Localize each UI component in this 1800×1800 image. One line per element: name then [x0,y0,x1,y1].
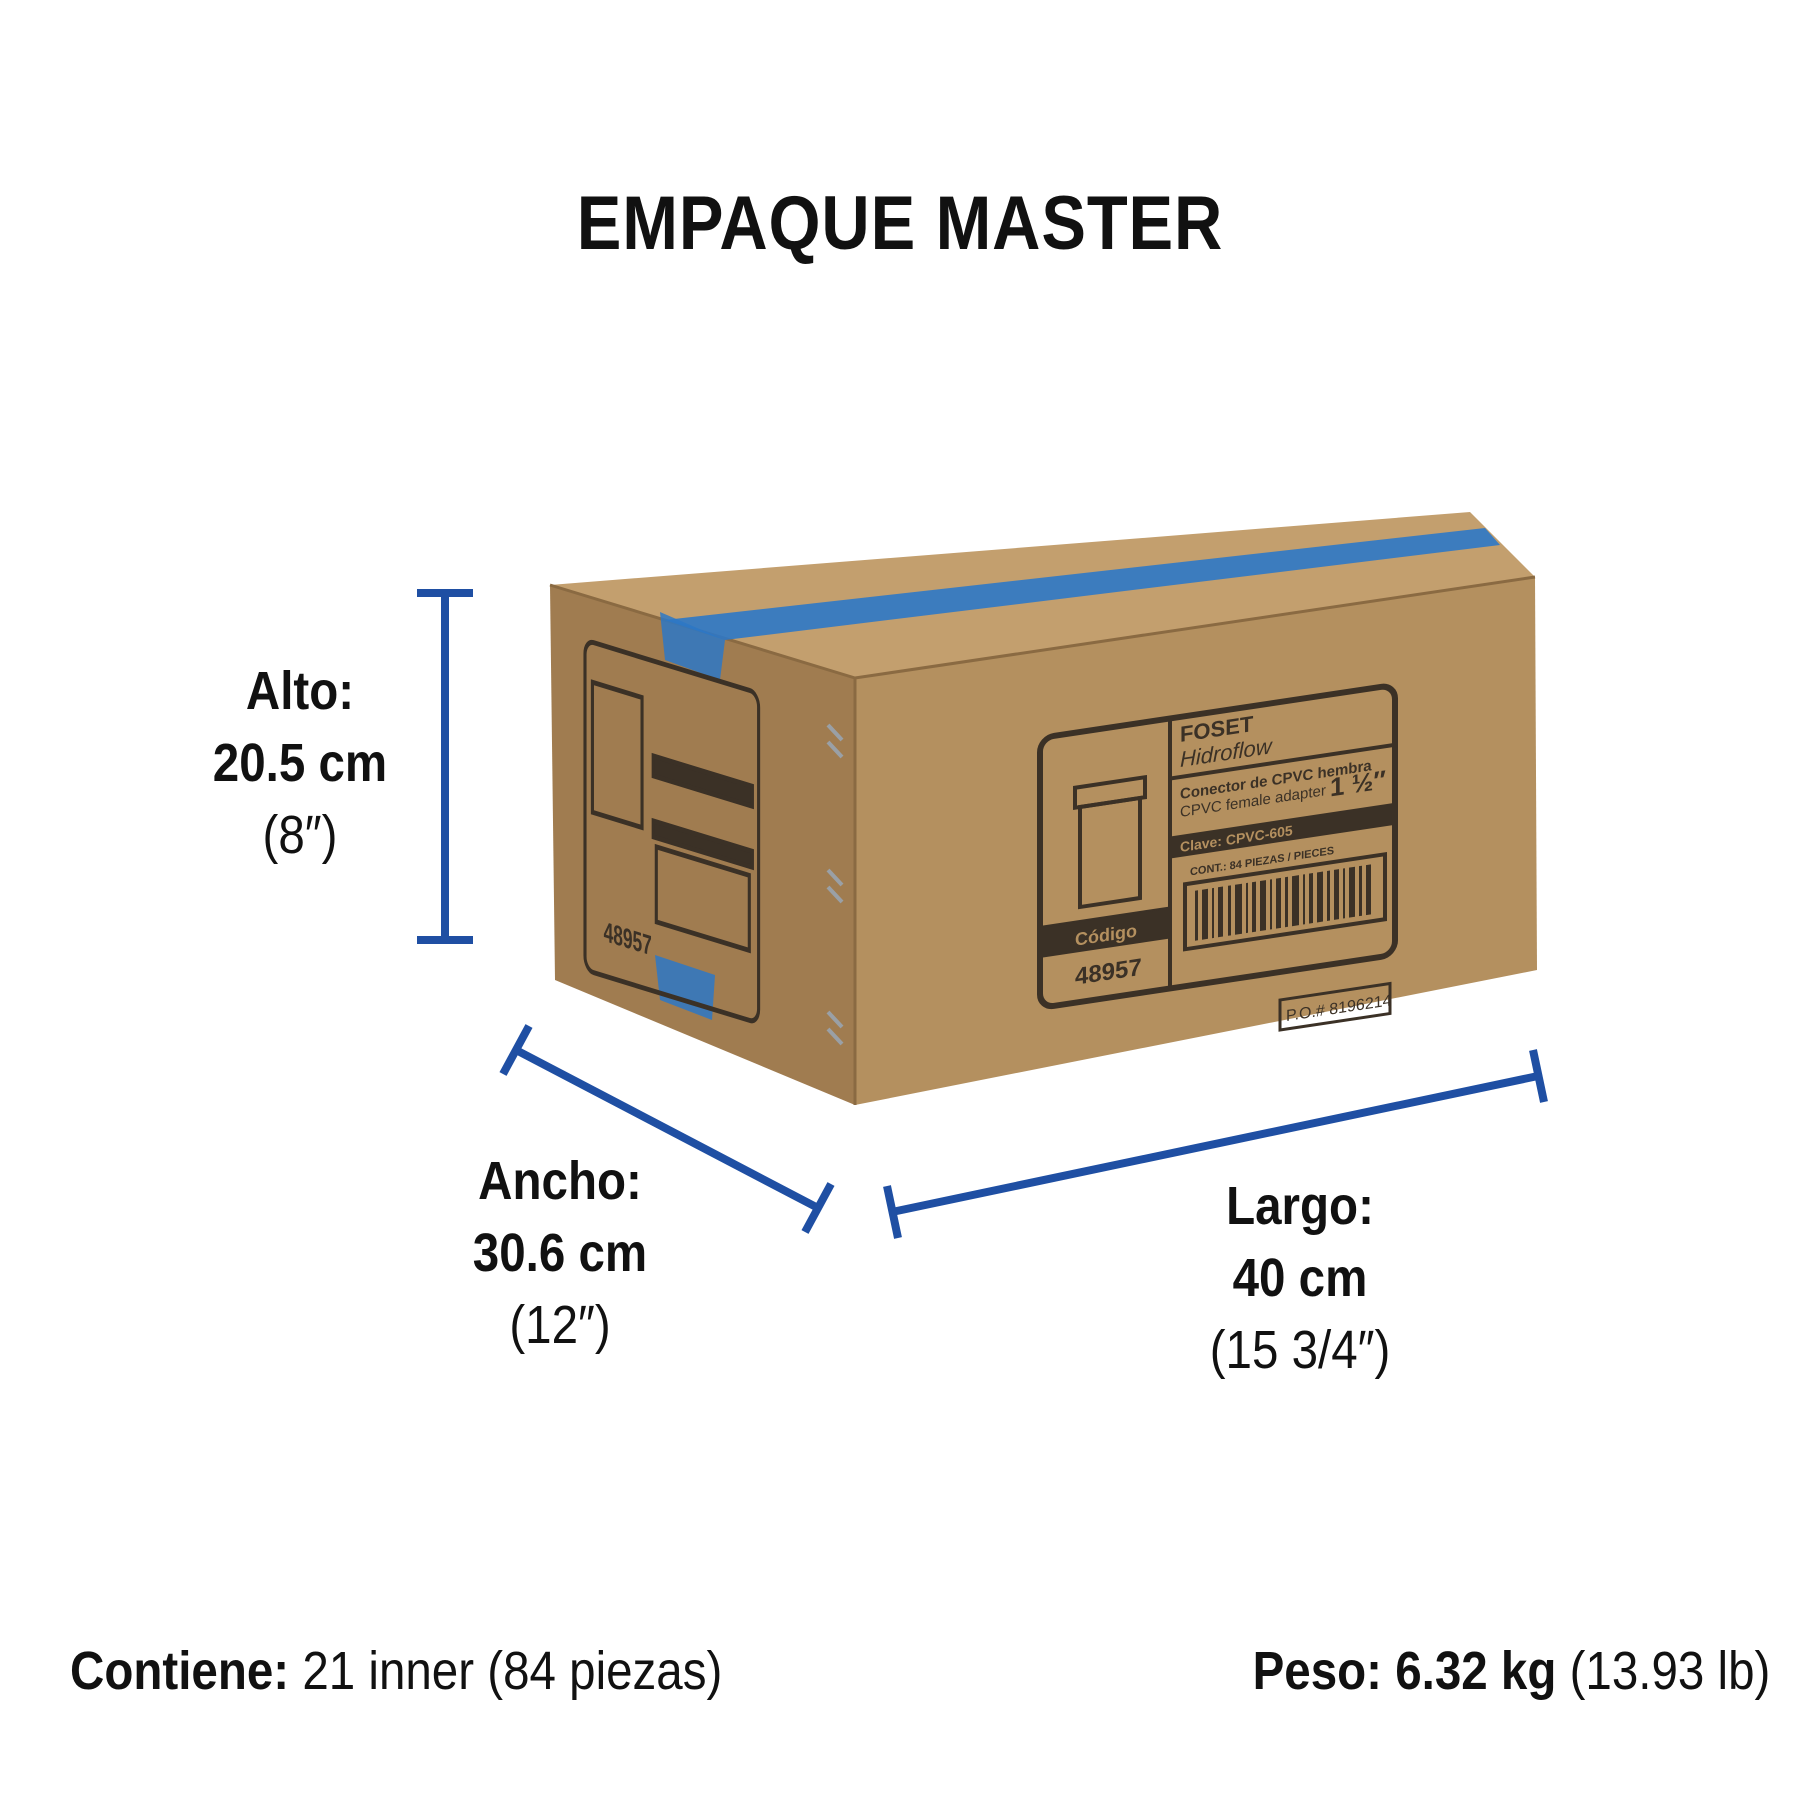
alto-dimension-text: Alto: 20.5 cm (8″) [186,655,415,871]
largo-imperial: (15 3/4″) [1209,1320,1391,1380]
ancho-label: Ancho: [478,1151,642,1211]
side-print-label: 48957 [583,639,761,1024]
packing-tape [665,528,1500,640]
contents-value: 21 inner (84 piezas) [289,1641,723,1701]
ancho-dimension-line [514,1046,820,1212]
alto-value: 20.5 cm [212,733,388,793]
barcode [1183,851,1387,952]
ancho-value: 30.6 cm [472,1223,648,1283]
page-title: EMPAQUE MASTER [576,181,1224,266]
contents-info: Contiene: 21 inner (84 piezas) [70,1640,722,1702]
largo-dimension-text: Largo: 40 cm (15 3/4″) [1168,1170,1432,1386]
alto-label: Alto: [245,661,355,721]
weight-info: Peso: 6.32 kg (13.93 lb) [1252,1640,1770,1702]
contents-label: Contiene: [70,1641,290,1701]
alto-imperial: (8″) [262,805,338,865]
largo-value: 40 cm [1232,1248,1368,1308]
largo-label: Largo: [1226,1176,1374,1236]
largo-dimension-line [891,1072,1539,1216]
weight-imperial: (13.93 lb) [1556,1641,1770,1701]
ancho-dimension-text: Ancho: 30.6 cm (12″) [428,1145,692,1361]
ancho-imperial: (12″) [509,1295,611,1355]
weight-label: Peso: 6.32 kg [1252,1641,1557,1701]
packing-tape-side [660,612,725,680]
